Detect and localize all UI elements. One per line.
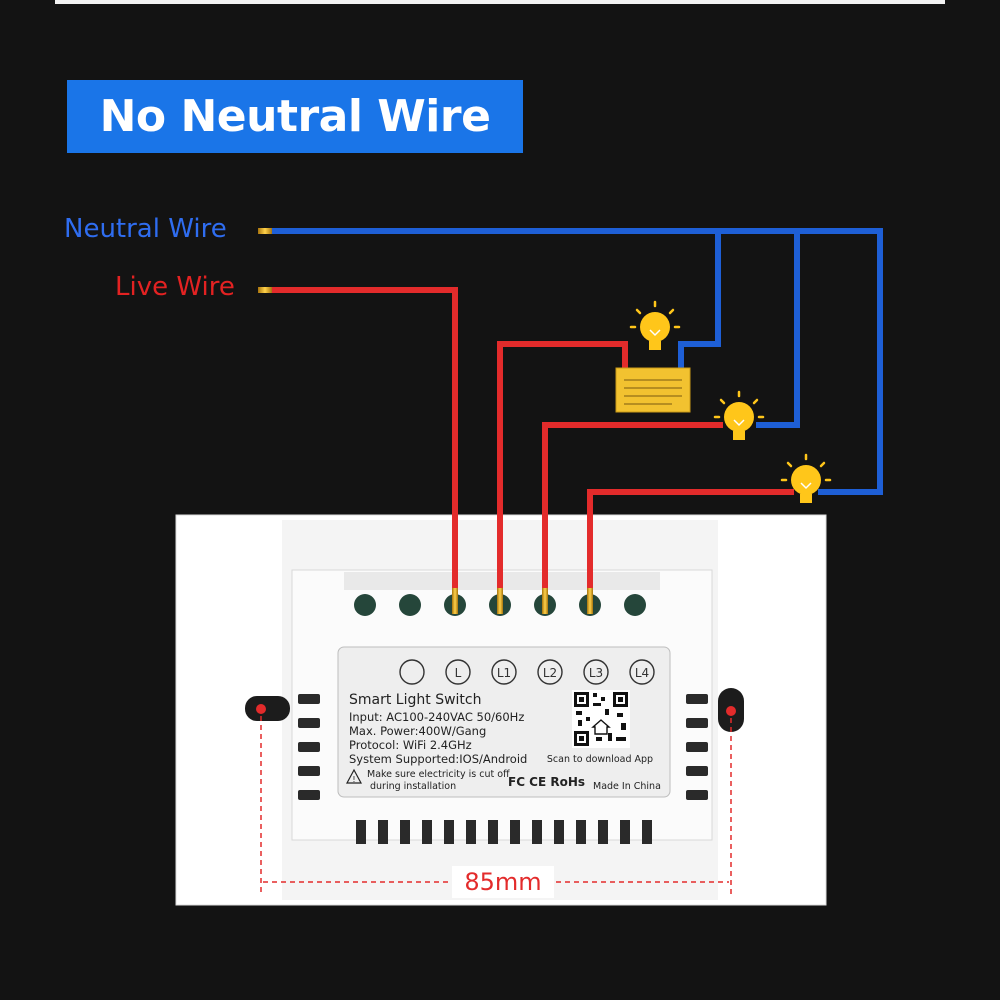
neutral-wires <box>272 228 883 495</box>
mount-point-left <box>256 704 266 714</box>
warning-line-2: during installation <box>370 781 456 792</box>
bottom-vents <box>356 820 652 844</box>
bulb-icon-2 <box>713 390 765 440</box>
spec-sticker <box>337 646 671 798</box>
dimension-lines <box>260 716 732 896</box>
top-divider <box>55 0 945 4</box>
terminal-label-l2: L2 <box>543 666 557 680</box>
live-wires <box>272 287 794 595</box>
neutral-wire-end <box>258 228 272 234</box>
qr-code-icon <box>572 690 630 748</box>
mount-point-right <box>726 706 736 716</box>
live-wire-label: Live Wire <box>115 272 235 302</box>
terminal-label-l4: L4 <box>635 666 649 680</box>
terminal-markers <box>399 659 655 685</box>
spec-system: System Supported:IOS/Android <box>349 752 527 766</box>
live-wire-end <box>258 287 272 293</box>
neutral-wire-label: Neutral Wire <box>64 214 227 244</box>
spec-protocol: Protocol: WiFi 2.4GHz <box>349 738 472 752</box>
origin-text: Made In China <box>593 781 661 792</box>
product-name: Smart Light Switch <box>349 692 481 708</box>
scan-text: Scan to download App <box>547 754 653 765</box>
spec-power: Max. Power:400W/Gang <box>349 724 486 738</box>
terminal-label-l1: L1 <box>497 666 511 680</box>
bulb-icon-1 <box>629 300 681 350</box>
page-title: No Neutral Wire <box>67 80 523 153</box>
side-vents <box>298 694 708 800</box>
warning-icon <box>345 768 363 784</box>
dimension-label: 85mm <box>464 868 541 896</box>
terminal-pins <box>452 588 593 614</box>
mount-slot-left <box>245 696 290 721</box>
bulb-icon-3 <box>780 453 832 503</box>
spec-input: Input: AC100-240VAC 50/60Hz <box>349 710 524 724</box>
svg-text:!: ! <box>352 775 355 784</box>
capacitor-icon <box>615 367 691 413</box>
terminal-label-l3: L3 <box>589 666 603 680</box>
warning-line-1: Make sure electricity is cut off <box>367 769 510 780</box>
cert-marks: FC CE RoHs <box>508 775 585 789</box>
terminal-label-l: L <box>455 666 462 680</box>
